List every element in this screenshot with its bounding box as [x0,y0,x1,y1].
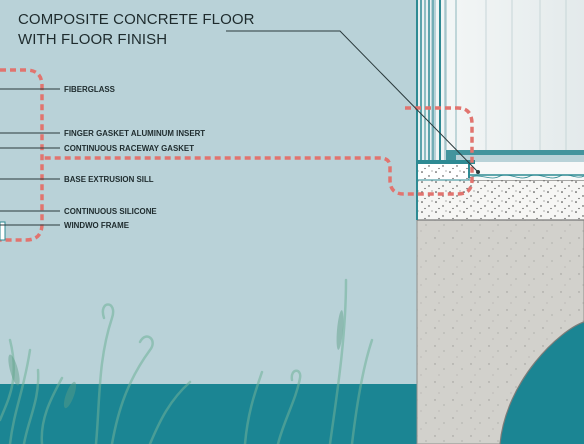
label-window-frame: WINDWO FRAME [64,220,130,230]
arch-opening [500,322,584,444]
label-finger-gasket: FINGER GASKET ALUMINUM INSERT [64,128,206,138]
leader-lines [0,30,479,226]
leaf-decoration [8,310,344,409]
glass-pane [446,0,584,150]
label-base-extrusion-sill: BASE EXTRUSION SILL [64,174,154,184]
window-frame [416,0,584,220]
label-continuous-silicone: CONTINUOUS SILICONE [64,206,157,216]
title-line-2: WITH FLOOR FINISH [18,31,168,48]
label-raceway-gasket: CONTINUOUS RACEWAY GASKET [64,143,195,153]
callout-frame [0,68,474,242]
title-line-1: COMPOSITE CONCRETE FLOOR [18,11,255,28]
frame-snippet [0,221,6,241]
label-fiberglass: FIBERGLASS [64,84,115,94]
plants-decoration [0,278,374,444]
